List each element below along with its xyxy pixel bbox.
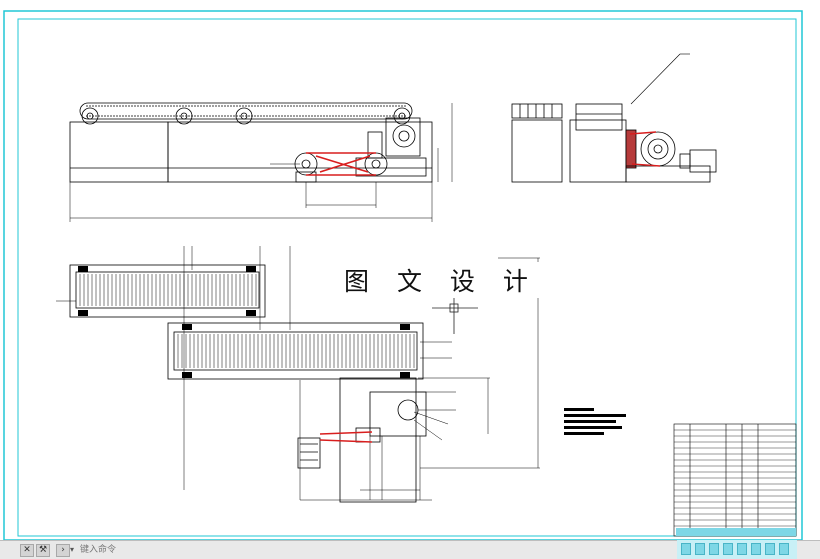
plan-view-rollers [78, 266, 410, 378]
status-toggle[interactable] [779, 543, 789, 555]
sprocket-3 [235, 107, 253, 125]
plan-motor [297, 437, 321, 469]
side-view [511, 53, 717, 183]
command-line-bar: ✕ ⚒ › ▾ [0, 540, 820, 559]
side-body-right [569, 119, 627, 183]
status-toggle[interactable] [765, 543, 775, 555]
gearbox [385, 117, 421, 157]
title-block-rows [674, 429, 796, 527]
front-view [69, 102, 453, 222]
inner-frame [17, 18, 797, 537]
dropdown-icon[interactable]: ▾ [70, 545, 75, 554]
sprocket-1 [81, 107, 99, 125]
sprocket-2 [175, 107, 193, 125]
status-toggle[interactable] [751, 543, 761, 555]
lower-conveyor-frame [167, 322, 424, 380]
prompt-icon[interactable]: › [56, 544, 70, 557]
plan-view-belt [319, 431, 373, 443]
outer-frame [3, 10, 803, 540]
sprocket-4 [393, 107, 411, 125]
wrench-icon[interactable]: ⚒ [36, 544, 50, 557]
plan-view [56, 246, 540, 503]
technical-notes [564, 408, 626, 435]
drive-frame [339, 377, 417, 503]
command-input[interactable] [76, 543, 684, 557]
front-view-belts [306, 152, 376, 176]
title-block-cyan [676, 528, 796, 536]
title-block [673, 423, 797, 537]
conveyor-slats [79, 274, 415, 368]
cad-drawing-sheet [3, 10, 803, 540]
chain-track [79, 102, 413, 120]
upper-conveyor-frame [69, 264, 266, 318]
status-bar [677, 540, 797, 559]
side-view-belt [629, 131, 661, 167]
status-toggle[interactable] [681, 543, 691, 555]
motor [689, 149, 717, 173]
side-pulley [640, 131, 676, 167]
status-toggle[interactable] [723, 543, 733, 555]
status-toggle[interactable] [709, 543, 719, 555]
status-toggle[interactable] [695, 543, 705, 555]
close-icon[interactable]: ✕ [20, 544, 34, 557]
side-body-left [511, 119, 563, 183]
conveyor-body-left [69, 121, 169, 183]
status-toggle[interactable] [737, 543, 747, 555]
watermark: 图 文 设 计 [340, 262, 542, 298]
